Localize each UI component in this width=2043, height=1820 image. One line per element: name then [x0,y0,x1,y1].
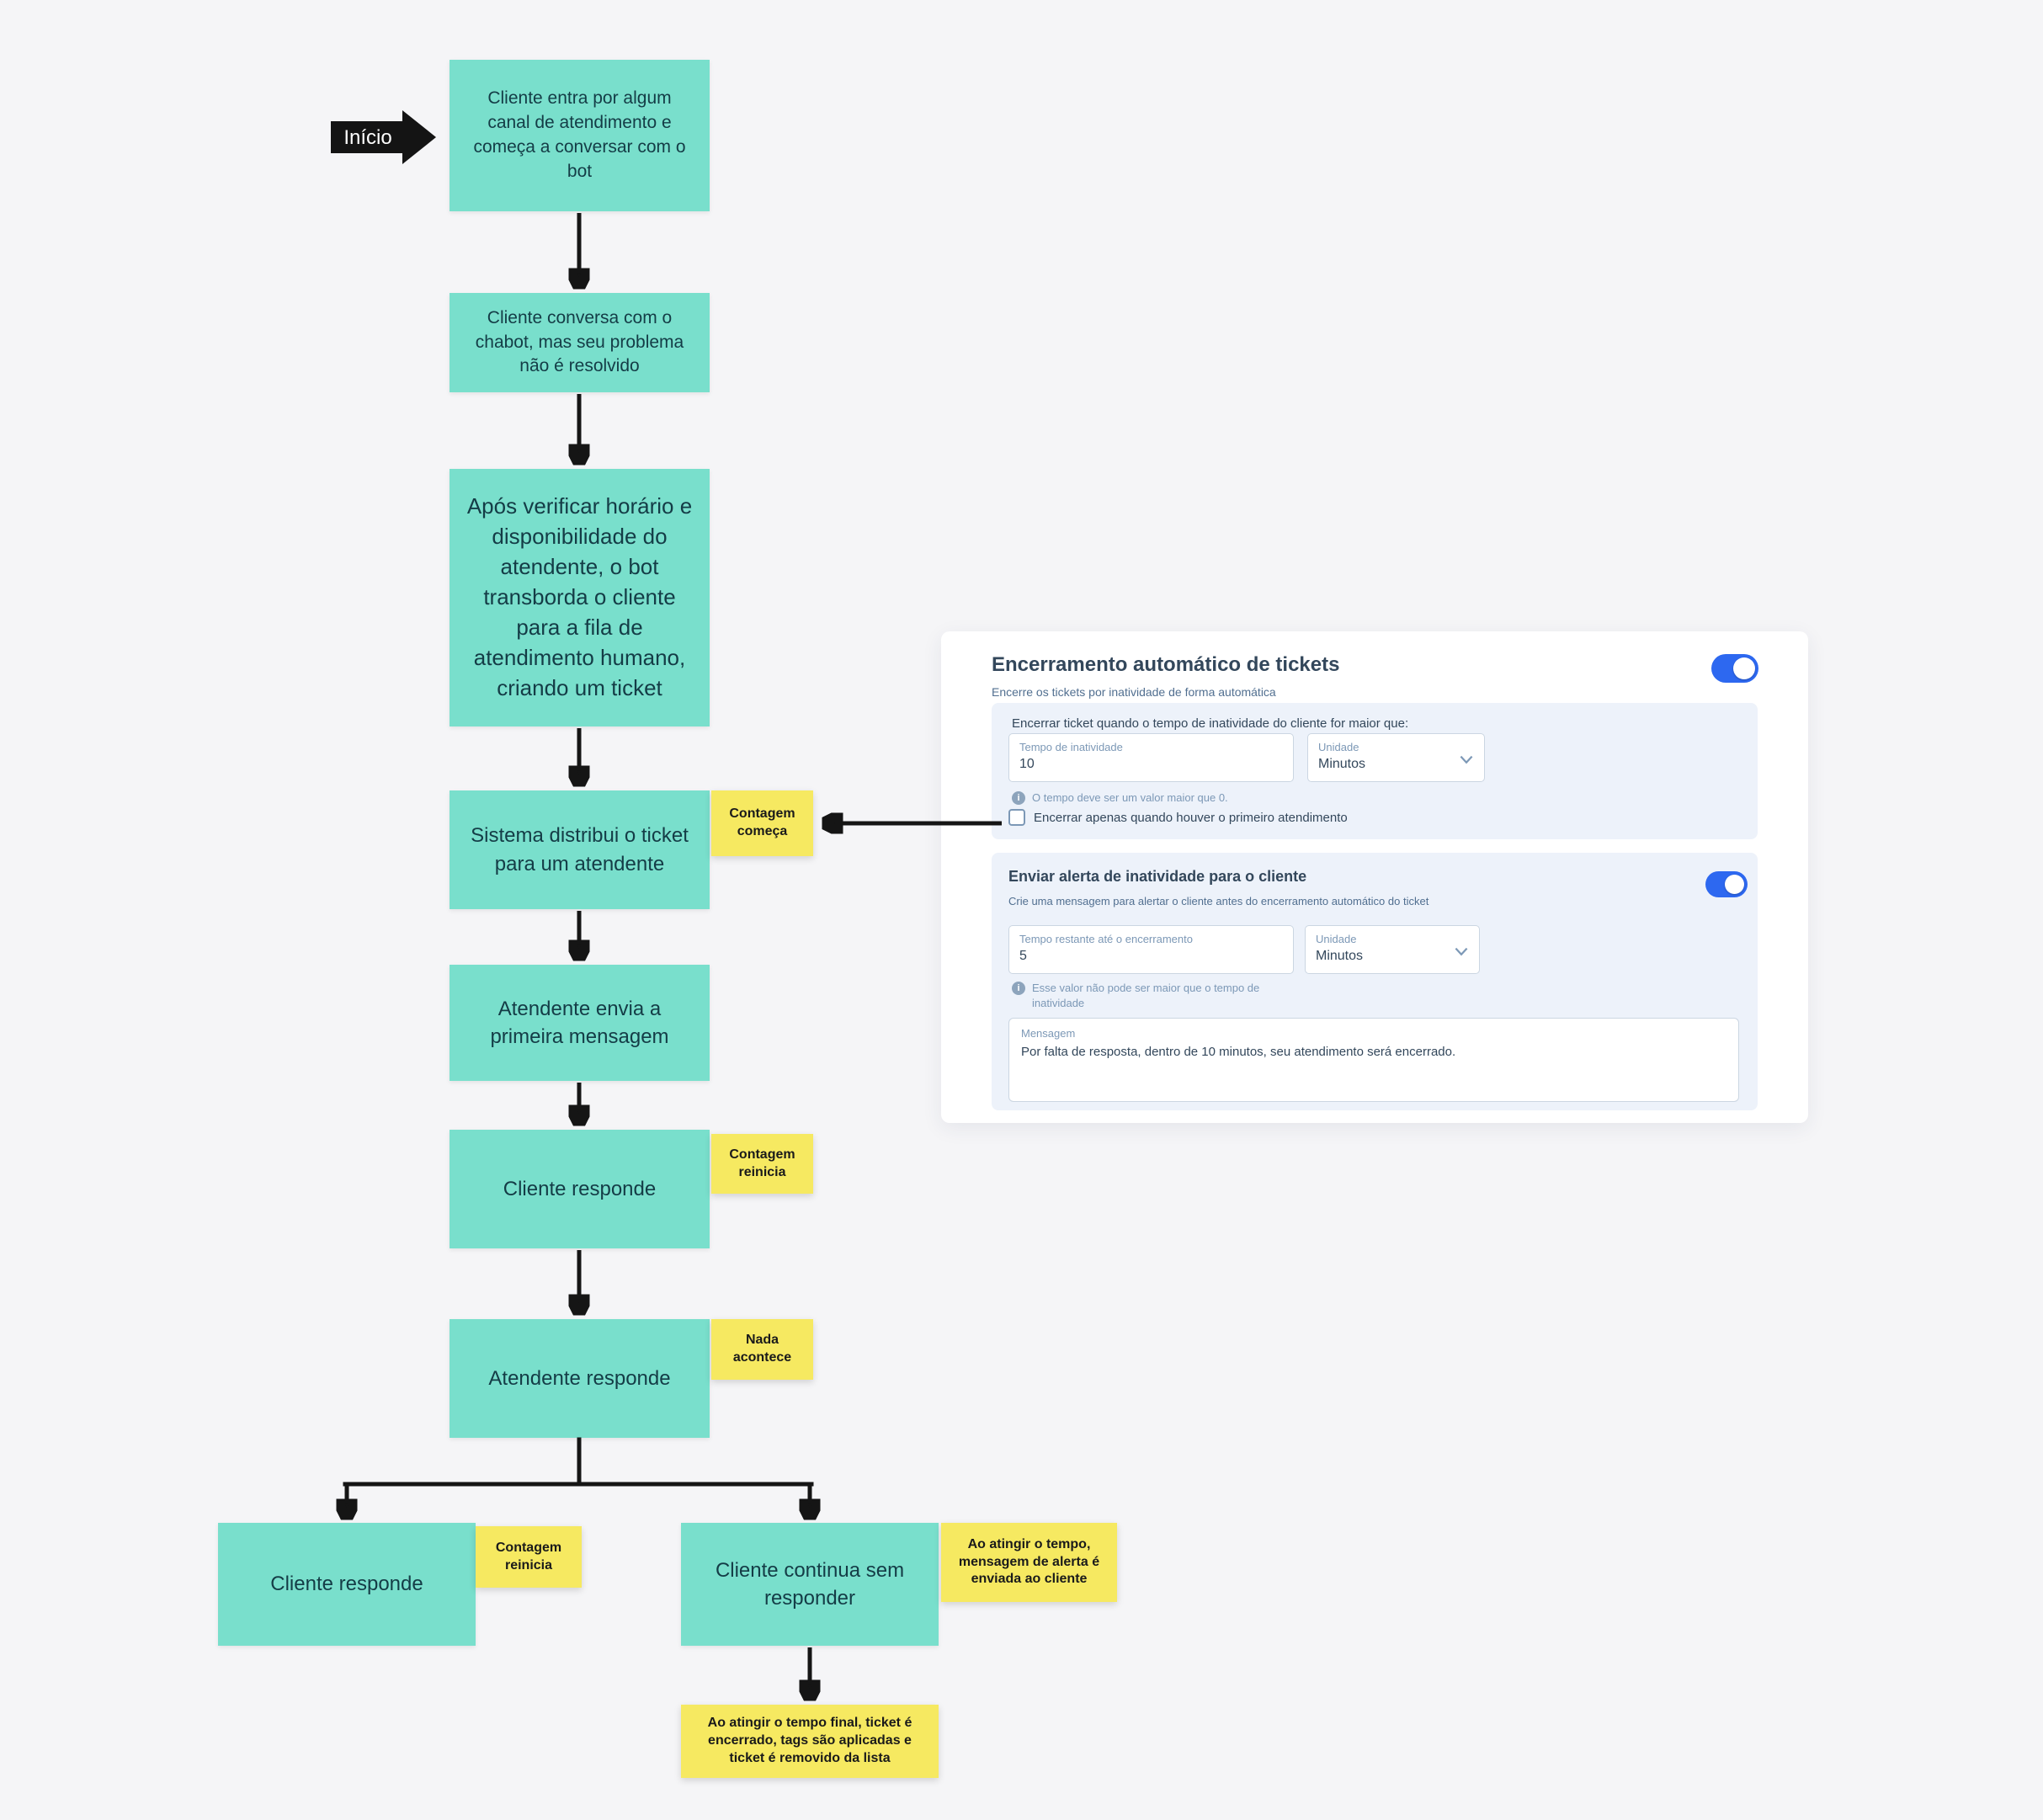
flow-node-ticket-distributed[interactable]: Sistema distribui o ticket para um atend… [450,790,710,909]
info-text: Esse valor não pode ser maior que o temp… [1032,982,1260,1009]
chevron-down-icon [1455,947,1468,956]
first-service-checkbox[interactable] [1008,809,1025,826]
inactivity-info: i O tempo deve ser um valor maior que 0. [1012,790,1228,806]
note-ticket-closed[interactable]: Ao atingir o tempo final, ticket é encer… [681,1705,939,1778]
note-count-starts[interactable]: Contagem começa [711,790,813,856]
info-icon: i [1012,791,1025,805]
unit-select[interactable]: Unidade Minutos [1307,733,1485,782]
flow-node-label: Cliente responde [503,1177,657,1200]
note-label: Contagem reinicia [495,1540,562,1573]
note-nothing-happens[interactable]: Nada acontece [711,1319,813,1380]
flow-node-first-message[interactable]: Atendente envia a primeira mensagem [450,965,710,1081]
note-alert-sent[interactable]: Ao atingir o tempo, mensagem de alerta é… [941,1523,1117,1602]
alert-title: Enviar alerta de inatividade para o clie… [1008,868,1307,885]
flow-node-client-no-response[interactable]: Cliente continua sem responder [681,1523,939,1646]
flow-node-label: Cliente conversa com o chabot, mas seu p… [475,307,684,376]
flow-node-client-responds[interactable]: Cliente responde [450,1130,710,1248]
unit-select-value: Minutos [1318,756,1366,771]
start-arrow[interactable]: Início [331,110,436,164]
flow-node-label: Sistema distribui o ticket para um atend… [471,824,689,875]
field-label: Mensagem [1021,1027,1076,1040]
checkbox-label: Encerrar apenas quando houver o primeiro… [1034,810,1348,825]
note-label: Nada acontece [732,1333,792,1365]
start-arrow-shape [331,110,436,164]
panel-subtitle: Encerre os tickets por inatividade de fo… [992,685,1276,699]
auto-close-toggle[interactable] [1711,654,1758,683]
inactivity-time-field[interactable]: Tempo de inatividade [1008,733,1294,782]
first-service-checkbox-row[interactable]: Encerrar apenas quando houver o primeiro… [1008,809,1348,826]
flow-node-client-responds-again[interactable]: Cliente responde [218,1523,476,1646]
alert-message-field[interactable]: Mensagem Por falta de resposta, dentro d… [1008,1018,1739,1102]
ticket-auto-close-panel: Encerramento automático de tickets Encer… [941,631,1808,1123]
flow-node-agent-responds[interactable]: Atendente responde [450,1319,710,1438]
alert-unit-select-value: Minutos [1316,948,1364,963]
flow-node-overflow-to-human[interactable]: Após verificar horário e disponibilidade… [450,469,710,726]
flow-node-label: Atendente envia a primeira mensagem [490,997,669,1048]
field-label: Tempo de inatividade [1019,741,1123,753]
note-label: Contagem começa [729,806,795,838]
flow-node-label: Após verificar horário e disponibilidade… [466,493,693,700]
alert-subtitle: Crie uma mensagem para alertar o cliente… [1008,895,1429,907]
remaining-time-field[interactable]: Tempo restante até o encerramento [1008,925,1294,974]
alert-unit-select[interactable]: Unidade Minutos [1305,925,1480,974]
flow-node-label: Cliente continua sem responder [715,1558,905,1610]
toggle-knob [1733,657,1755,679]
field-label: Unidade [1316,933,1357,945]
note-label: Ao atingir o tempo, mensagem de alerta é… [958,1536,1100,1587]
alert-settings-section: Enviar alerta de inatividade para o clie… [992,853,1758,1110]
chevron-down-icon [1460,755,1473,764]
flow-node-client-enters[interactable]: Cliente entra por algum canal de atendim… [450,60,710,211]
note-label: Contagem reinicia [729,1147,795,1179]
info-icon: i [1012,982,1025,995]
note-count-restarts[interactable]: Contagem reinicia [711,1134,813,1194]
toggle-knob [1725,875,1744,894]
flow-node-label: Atendente responde [488,1366,671,1390]
panel-title: Encerramento automático de tickets [992,653,1340,676]
close-settings-section: Encerrar ticket quando o tempo de inativ… [992,703,1758,839]
start-arrow-label: Início [343,126,391,149]
alert-message-value: Por falta de resposta, dentro de 10 minu… [1021,1044,1456,1059]
field-label: Tempo restante até o encerramento [1019,933,1193,945]
flow-node-label: Cliente responde [270,1573,423,1596]
remaining-time-input[interactable] [1019,948,1283,964]
inactivity-time-input[interactable] [1019,756,1283,772]
alert-time-info: i Esse valor não pode ser maior que o te… [1012,981,1273,1010]
flow-node-chatbot-unresolved[interactable]: Cliente conversa com o chabot, mas seu p… [450,293,710,392]
flow-node-label: Cliente entra por algum canal de atendim… [473,88,686,181]
note-count-restarts-2[interactable]: Contagem reinicia [476,1526,582,1588]
alert-toggle[interactable] [1705,871,1748,897]
info-text: O tempo deve ser um valor maior que 0. [1032,791,1228,804]
close-rule-label: Encerrar ticket quando o tempo de inativ… [1012,716,1409,731]
note-label: Ao atingir o tempo final, ticket é encer… [707,1716,912,1765]
field-label: Unidade [1318,741,1359,753]
